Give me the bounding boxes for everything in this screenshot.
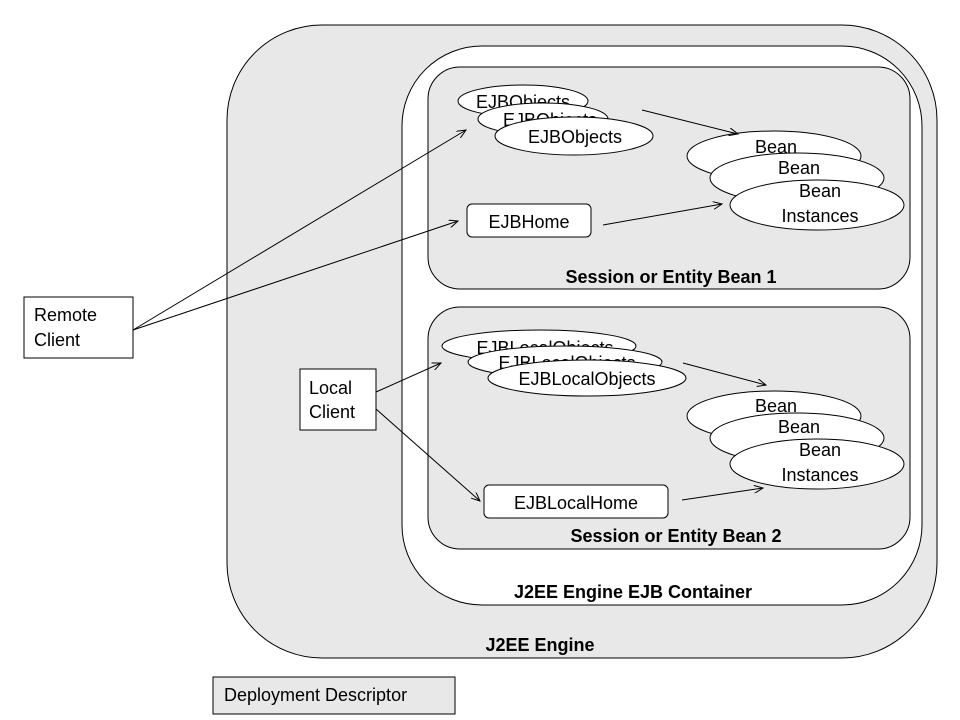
arrow-ejblocalobjects-to-beans <box>682 362 766 385</box>
arrow-ejblocalhome-to-beans <box>681 488 763 501</box>
local-client-box <box>299 368 377 431</box>
arrow-remote-to-ejbhome <box>132 221 458 331</box>
ejbhome-box <box>466 203 592 238</box>
remote-client-box <box>23 296 134 359</box>
bean1-instance-label: Bean <box>799 181 841 201</box>
arrow-local-to-ejblocalobjects <box>375 363 441 393</box>
bean2-instance-label: Bean <box>778 417 820 437</box>
remote-client-label: Client <box>34 330 80 350</box>
bean1-instances-stack: Bean Bean Bean Instances <box>686 130 905 231</box>
engine-title: J2EE Engine <box>485 635 594 655</box>
bean2-ejblocalobjects-stack: EJBLocalObjects EJBLocalObjects EJBLocal… <box>441 329 687 397</box>
deployment-descriptor-label: Deployment Descriptor <box>224 685 407 705</box>
bean1-ejbobjects-stack: EJBObjects EJBObjects EJBObjects <box>457 84 654 156</box>
remote-client-label: Remote <box>34 305 97 325</box>
bean2-instances-stack: Bean Bean Bean Instances <box>686 390 905 490</box>
bean1-instance-label: Instances <box>781 206 858 226</box>
bean2-object-label: EJBLocalObjects <box>518 369 655 389</box>
bean2-title: Session or Entity Bean 2 <box>570 526 781 546</box>
ejblocalhome-label: EJBLocalHome <box>514 493 638 513</box>
deployment-descriptor-box <box>212 676 456 715</box>
arrow-local-to-ejblocalhome <box>375 408 480 501</box>
arrow-ejbhome-to-beans <box>602 204 722 226</box>
bean2-instance-label: Instances <box>781 465 858 485</box>
bean1-instance-label: Bean <box>778 158 820 178</box>
local-client-label: Client <box>309 402 355 422</box>
bean1-instance-label: Bean <box>755 137 797 157</box>
arrows <box>132 109 766 501</box>
container-title: J2EE Engine EJB Container <box>514 582 752 602</box>
bean1-object-label: EJBObjects <box>528 127 622 147</box>
local-client-label: Local <box>309 378 352 398</box>
arrow-ejbobjects-to-beans <box>641 109 738 134</box>
bean1-title: Session or Entity Bean 1 <box>565 267 776 287</box>
ejbhome-label: EJBHome <box>488 212 569 232</box>
ejblocalhome-box <box>483 484 669 519</box>
bean2-instance-label: Bean <box>755 396 797 416</box>
arrow-remote-to-ejbobjects <box>132 130 466 331</box>
bean2-instance-label: Bean <box>799 440 841 460</box>
